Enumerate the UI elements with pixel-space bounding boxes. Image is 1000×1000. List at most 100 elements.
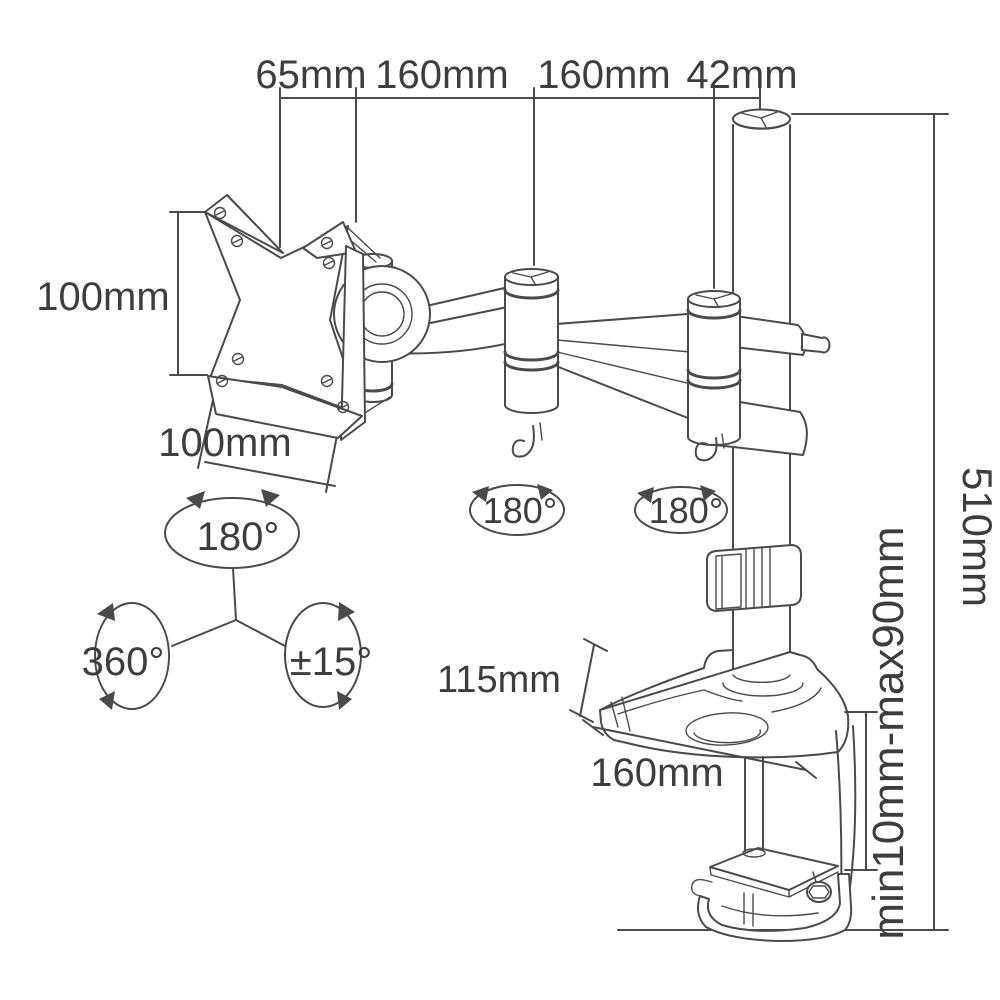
rotation-symbol-cluster: 180° 360° ±15° xyxy=(82,489,372,710)
dim-label-base-height: 115mm xyxy=(437,659,561,701)
base-height-dimension: 115mm xyxy=(437,638,608,723)
desk-base-foot xyxy=(599,649,850,759)
arm-swivel-symbols: 180° 180° xyxy=(469,484,728,536)
clamp-jaw-lip xyxy=(690,878,713,897)
vesa-flap-bottom xyxy=(207,375,363,439)
tilt-arrow-bottom-icon xyxy=(337,691,352,710)
vesa-width-dimension: 100mm xyxy=(158,399,341,493)
pole-joint-cable-hook xyxy=(694,437,718,462)
dim-label-pole-height: 510mm xyxy=(954,467,1000,607)
collar-pin xyxy=(801,333,831,354)
height-adjust-ring xyxy=(706,544,802,612)
dim-label-160mm-arm1: 160mm xyxy=(375,53,508,97)
vesa-height-dimension: 100mm xyxy=(36,211,208,376)
rotation-label-180-arm1: 180° xyxy=(483,490,557,531)
foot-right-creases xyxy=(771,687,849,721)
swivel-arrow-left-icon xyxy=(186,491,205,509)
foot-handle-cutout xyxy=(685,712,769,746)
clamp-range-dimension: min10mm-max90mm xyxy=(844,526,913,940)
foot-tip-facets xyxy=(610,696,631,732)
pole-entry-arc xyxy=(732,674,791,684)
dim-label-42mm: 42mm xyxy=(686,53,797,97)
rotate-360-ellipse xyxy=(94,602,170,710)
clamp-knob xyxy=(806,881,832,903)
pole-joint-ring-2 xyxy=(686,368,742,390)
pole-joint-assembly xyxy=(555,290,831,462)
pole-joint-cylinder-body xyxy=(687,298,741,446)
rotation-label-360: 360° xyxy=(82,640,165,684)
clamp-screw-rod xyxy=(744,756,764,852)
foot-handle-cutout-inner xyxy=(693,729,761,744)
tilt-ellipse xyxy=(284,602,362,708)
screw-icon xyxy=(320,374,334,388)
dim-label-vesa-width: 100mm xyxy=(158,421,291,465)
base-height-ticks xyxy=(569,638,608,723)
pole-joint-hook-pin xyxy=(721,433,725,449)
rod-plate-collar xyxy=(742,848,766,858)
dim-label-base-depth: 160mm xyxy=(590,751,723,795)
top-dimension-chain: 65mm 160mm 160mm 42mm xyxy=(255,53,798,289)
clamp-lower-jaw xyxy=(697,873,853,942)
screw-slots xyxy=(215,210,348,410)
arm2-swivel-arrow-left-icon xyxy=(637,487,654,503)
foot-outline xyxy=(599,649,850,759)
base-depth-dimension: 160mm xyxy=(582,719,817,795)
foot-boss-arc xyxy=(722,682,804,697)
elbow-hook-pin xyxy=(539,422,543,441)
screw-icon xyxy=(231,352,245,366)
rotation-label-180-vesa: 180° xyxy=(197,515,280,559)
elbow-cable-hook xyxy=(511,425,535,458)
pole-height-dimension: 510mm xyxy=(791,113,1000,931)
vesa-width-ext-left xyxy=(197,399,214,469)
clamp-upper-plate xyxy=(709,847,839,891)
clamp-knob-hex xyxy=(808,871,830,899)
foot-crease xyxy=(617,689,743,715)
vesa-flap-right xyxy=(340,245,366,441)
arm1-swivel-arrow-left-icon xyxy=(472,486,489,502)
base-depth-ticks xyxy=(582,719,817,779)
rotate-360-arrow-top-icon xyxy=(97,603,115,621)
swivel-arrow-right-icon xyxy=(261,489,280,507)
pole-cap-facets xyxy=(740,110,781,128)
arm1-swivel-arrow-right-icon xyxy=(537,484,553,500)
vesa-screws xyxy=(213,206,350,414)
ring-clip xyxy=(715,553,742,610)
arm2-swivel-ellipse xyxy=(634,486,728,534)
screw-icon xyxy=(320,236,334,250)
screw-icon xyxy=(230,234,244,248)
pole-joint-ring-1 xyxy=(686,308,742,320)
screw-icon xyxy=(336,400,350,414)
elbow-cylinder-body xyxy=(504,276,559,414)
ring-ridges xyxy=(745,546,771,609)
base-depth-line xyxy=(592,726,807,771)
rotation-label-180-arm2: 180° xyxy=(649,490,723,531)
dim-label-clamp-range: min10mm-max90mm xyxy=(864,526,913,939)
arm1-swivel-ellipse xyxy=(469,484,565,536)
rotation-label-tilt: ±15° xyxy=(290,640,372,684)
elbow-ring-1 xyxy=(503,288,560,300)
clamp-jaw-details xyxy=(721,892,819,927)
arm2-edges xyxy=(556,339,692,385)
rotation-connector-lines xyxy=(171,567,286,647)
elbow-ring-2 xyxy=(503,350,560,372)
pole-joint-cylinder xyxy=(686,290,742,462)
elbow-cap-facets xyxy=(512,271,549,285)
screw-icon xyxy=(215,374,229,388)
vesa-assembly xyxy=(204,194,431,441)
rotate-360-arrow-bottom-icon xyxy=(99,691,115,710)
pole-joint-cap-facets xyxy=(695,293,732,307)
dim-label-vesa-height: 100mm xyxy=(36,275,169,319)
dim-label-160mm-arm2: 160mm xyxy=(537,53,670,97)
dim-label-65mm: 65mm xyxy=(255,53,366,97)
pole-cap-rim xyxy=(733,121,790,130)
base-height-line xyxy=(579,644,595,717)
screw-icon xyxy=(213,206,227,220)
vesa-width-line xyxy=(204,461,336,487)
screw-icon xyxy=(322,256,336,270)
desk-clamp xyxy=(690,725,857,942)
arm2-body xyxy=(555,313,694,421)
tilt-arrow-top-icon xyxy=(338,602,355,621)
arm2-swivel-arrow-right-icon xyxy=(700,485,716,501)
